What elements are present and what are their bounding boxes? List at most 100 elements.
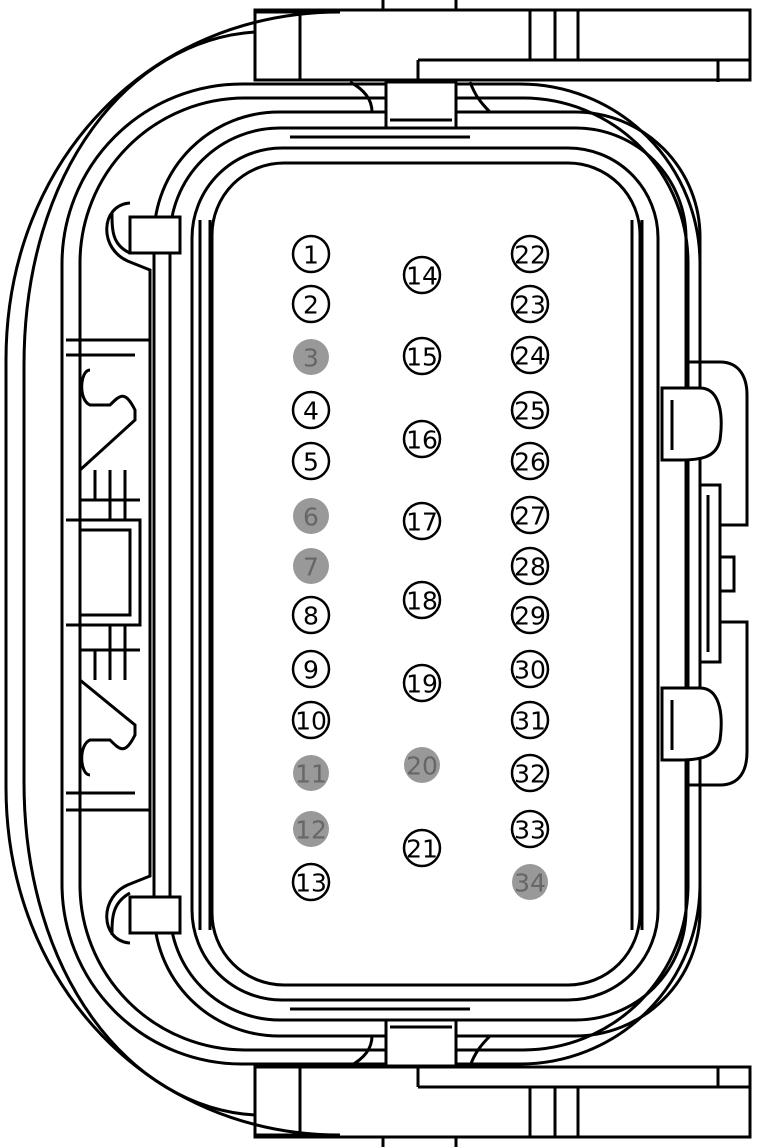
pin-24: 24 bbox=[510, 335, 550, 375]
pin-cavity bbox=[291, 595, 331, 635]
pin-cavity bbox=[402, 828, 442, 868]
pin-cavity bbox=[291, 234, 331, 274]
pin-cavity bbox=[512, 864, 548, 900]
bottom-bracket bbox=[253, 1065, 752, 1139]
pin-cavity bbox=[291, 284, 331, 324]
pin-5: 5 bbox=[291, 441, 331, 481]
pin-cavity bbox=[404, 747, 440, 783]
pin-34: 34 bbox=[512, 864, 548, 900]
pin-label: 14 bbox=[406, 262, 438, 291]
pin-label: 24 bbox=[514, 342, 546, 371]
connector-housing bbox=[4, 0, 752, 1147]
pin-face bbox=[210, 161, 642, 987]
pin-cavity bbox=[293, 811, 329, 847]
pin-cavity bbox=[510, 284, 550, 324]
pin-label: 30 bbox=[514, 656, 546, 685]
pin-label: 18 bbox=[406, 587, 438, 616]
top-bracket bbox=[253, 8, 752, 82]
pin-cavity bbox=[293, 548, 329, 584]
pin-4: 4 bbox=[291, 390, 331, 430]
pin-3: 3 bbox=[293, 339, 329, 375]
pin-label: 28 bbox=[514, 553, 546, 582]
pin-label: 16 bbox=[406, 426, 438, 455]
pin-cavity bbox=[291, 700, 331, 740]
pin-23: 23 bbox=[510, 284, 550, 324]
pin-label: 8 bbox=[303, 602, 319, 631]
pin-cavity bbox=[402, 336, 442, 376]
pin-label: 7 bbox=[303, 553, 319, 582]
pin-label: 13 bbox=[295, 869, 327, 898]
pin-11: 11 bbox=[293, 755, 329, 791]
pin-25: 25 bbox=[510, 390, 550, 430]
pin-label: 11 bbox=[295, 760, 327, 789]
right-latch bbox=[660, 360, 749, 787]
pin-2: 2 bbox=[291, 284, 331, 324]
housing-outer-shell bbox=[4, 10, 341, 1137]
polarization-keys bbox=[349, 80, 492, 1068]
pin-cavity bbox=[402, 255, 442, 295]
pin-21: 21 bbox=[402, 828, 442, 868]
pin-cavity bbox=[402, 580, 442, 620]
pin-6: 6 bbox=[293, 498, 329, 534]
pin-label: 31 bbox=[514, 707, 546, 736]
pin-26: 26 bbox=[510, 441, 550, 481]
pin-30: 30 bbox=[510, 649, 550, 689]
pin-18: 18 bbox=[402, 580, 442, 620]
pin-9: 9 bbox=[291, 649, 331, 689]
pin-label: 9 bbox=[303, 656, 319, 685]
pin-cavity bbox=[510, 390, 550, 430]
pin-label: 20 bbox=[406, 752, 438, 781]
pin-cavity bbox=[293, 339, 329, 375]
pin-22: 22 bbox=[510, 234, 550, 274]
pin-cavity bbox=[402, 419, 442, 459]
pin-cavity bbox=[510, 700, 550, 740]
pin-20: 20 bbox=[404, 747, 440, 783]
pin-8: 8 bbox=[291, 595, 331, 635]
pin-label: 1 bbox=[303, 241, 319, 270]
pin-cavity bbox=[402, 501, 442, 541]
pin-label: 21 bbox=[406, 835, 438, 864]
pin-7: 7 bbox=[293, 548, 329, 584]
pin-29: 29 bbox=[510, 595, 550, 635]
pin-label: 3 bbox=[303, 344, 319, 373]
pin-label: 34 bbox=[514, 869, 546, 898]
pin-28: 28 bbox=[510, 546, 550, 586]
pin-cavity bbox=[510, 546, 550, 586]
pin-cavity bbox=[510, 595, 550, 635]
pin-label: 17 bbox=[406, 508, 438, 537]
pin-32: 32 bbox=[510, 753, 550, 793]
pin-cavity bbox=[510, 649, 550, 689]
pin-16: 16 bbox=[402, 419, 442, 459]
pin-label: 12 bbox=[295, 816, 327, 845]
pin-15: 15 bbox=[402, 336, 442, 376]
pin-label: 4 bbox=[303, 397, 319, 426]
pin-1: 1 bbox=[291, 234, 331, 274]
pin-label: 23 bbox=[514, 291, 546, 320]
pin-label: 15 bbox=[406, 343, 438, 372]
pin-19: 19 bbox=[402, 663, 442, 703]
pin-cavity bbox=[510, 441, 550, 481]
pin-label: 26 bbox=[514, 448, 546, 477]
pin-12: 12 bbox=[293, 811, 329, 847]
pin-label: 33 bbox=[514, 816, 546, 845]
pin-cavity bbox=[291, 649, 331, 689]
pin-cavity bbox=[293, 498, 329, 534]
pin-label: 25 bbox=[514, 397, 546, 426]
pin-27: 27 bbox=[510, 495, 550, 535]
pin-cavity bbox=[510, 753, 550, 793]
pin-cavity bbox=[291, 390, 331, 430]
pin-14: 14 bbox=[402, 255, 442, 295]
housing-outer-shell-inner bbox=[22, 30, 256, 1117]
pin-label: 2 bbox=[303, 291, 319, 320]
pin-cavity bbox=[291, 441, 331, 481]
pin-cavity bbox=[510, 335, 550, 375]
pin-label: 19 bbox=[406, 670, 438, 699]
left-latches bbox=[66, 201, 182, 945]
pin-cavity bbox=[293, 755, 329, 791]
pins: 1234567891011121314151617181920212223242… bbox=[291, 234, 550, 902]
pin-17: 17 bbox=[402, 501, 442, 541]
pin-cavity bbox=[291, 862, 331, 902]
pin-label: 5 bbox=[303, 448, 319, 477]
pin-cavity bbox=[510, 234, 550, 274]
